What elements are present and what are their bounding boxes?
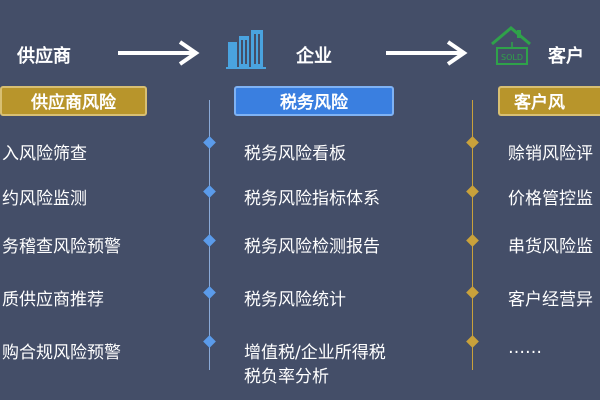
supplier-risk-item: 质供应商推荐 (2, 290, 104, 310)
customer-risk-item: 价格管控监 (508, 189, 593, 209)
supplier-risk-item: 务稽查风险预警 (2, 237, 121, 257)
arrow-right-icon (118, 40, 200, 66)
tax-risk-item: 税负率分析 (244, 367, 329, 387)
supplier-risk-header: 供应商风险 (0, 86, 147, 116)
timeline-diamond (466, 234, 479, 247)
sold-sign-text: SOLD (501, 53, 523, 62)
customer-risk-item: 客户经营异 (508, 290, 593, 310)
tax-risk-item: 税务风险检测报告 (244, 237, 380, 257)
supplier-risk-item: 入风险筛查 (2, 144, 87, 164)
supplier-risk-item: 购合规风险预警 (2, 343, 121, 363)
tax-risk-item: 税务风险指标体系 (244, 189, 380, 209)
supplier-label: 供应商 (17, 46, 71, 67)
tax-risk-header: 税务风险 (234, 86, 394, 116)
timeline-diamond (203, 136, 216, 149)
enterprise-label: 企业 (296, 46, 332, 67)
timeline-diamond (203, 234, 216, 247)
timeline-diamond (466, 136, 479, 149)
supplier-risk-item: 约风险监测 (2, 189, 87, 209)
timeline-diamond (466, 335, 479, 348)
customer-risk-item: …… (508, 338, 542, 358)
timeline-diamond (203, 335, 216, 348)
customer-label: 客户 (548, 46, 584, 67)
tax-risk-item: 增值税/企业所得税 (244, 343, 386, 363)
timeline-diamond (466, 286, 479, 299)
building-icon (226, 30, 266, 69)
customer-risk-item: 串货风险监 (508, 237, 593, 257)
timeline-diamond (203, 185, 216, 198)
timeline-diamond (466, 185, 479, 198)
tax-risk-item: 税务风险统计 (244, 290, 346, 310)
timeline-diamond (203, 286, 216, 299)
arrow-right-icon (386, 40, 468, 66)
customer-risk-item: 赊销风险评 (508, 144, 593, 164)
tax-risk-item: 税务风险看板 (244, 144, 346, 164)
sold-house-icon: SOLD (491, 26, 531, 65)
customer-risk-header: 客户风 (498, 86, 600, 116)
